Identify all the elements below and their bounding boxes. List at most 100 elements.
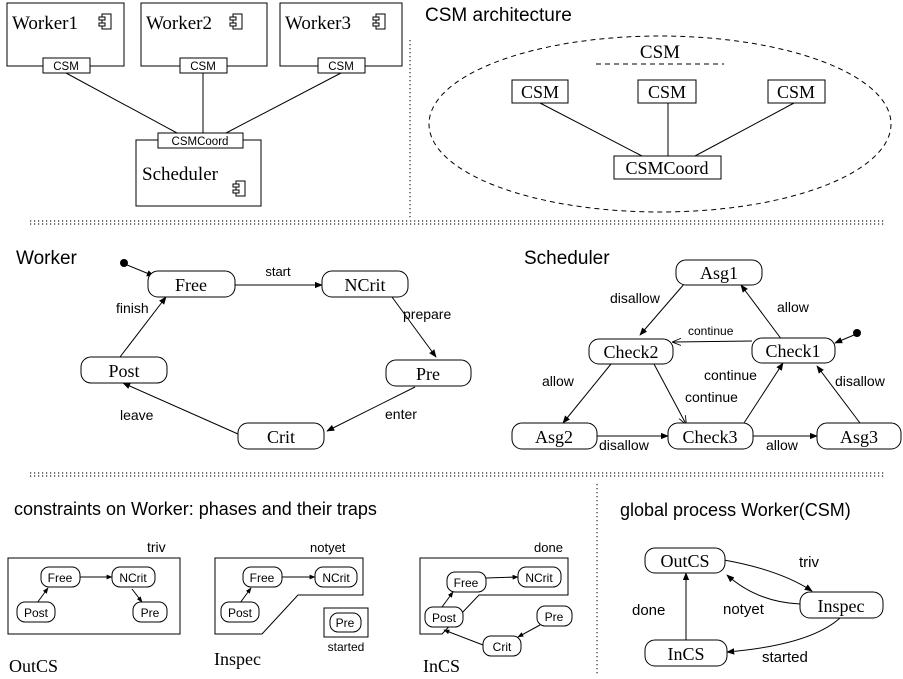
worker2-component <box>140 2 268 67</box>
transition-check3-check1 <box>743 362 784 424</box>
outcs-state-ncrit-label: NCrit <box>119 571 147 585</box>
state-asg2 <box>511 422 598 450</box>
csm-coord-node <box>613 155 722 180</box>
csm-group-ellipse <box>428 35 892 213</box>
transition-notyet-label: notyet <box>723 601 765 618</box>
incs-post-free <box>441 591 454 608</box>
connector-worker3-scheduler <box>225 72 342 134</box>
incs-crit-post <box>443 629 484 646</box>
outcs-state-ncrit <box>111 566 156 588</box>
component-icon <box>229 13 243 30</box>
incs-label: InCS <box>423 656 460 676</box>
transition-check2-check3 <box>653 363 686 424</box>
state-check3-label: Check3 <box>683 427 738 447</box>
csm-group-label: CSM <box>640 42 680 63</box>
outcs-state-free <box>40 566 81 588</box>
worker1-csm-port-label: CSM <box>53 61 79 73</box>
component-icon <box>372 13 386 30</box>
inspec-trap-region <box>214 557 364 635</box>
transition-started <box>726 617 841 655</box>
global-state-outcs <box>644 547 726 574</box>
state-asg3 <box>816 422 902 450</box>
transition-started-label: started <box>762 649 808 666</box>
component-icon <box>98 13 112 30</box>
transition-leave <box>122 382 239 435</box>
incs-state-post <box>424 606 464 628</box>
transition-check1-check2 <box>673 341 753 342</box>
inspec-trap2-state-label: Pre <box>336 616 355 630</box>
incs-state-pre-label: Pre <box>545 610 564 624</box>
transition-check1-check2-label: continue <box>688 324 734 338</box>
state-ncrit-label: NCrit <box>344 275 385 295</box>
incs-free-ncrit <box>485 574 519 580</box>
transition-asg2-check3-label: disallow <box>599 437 650 453</box>
transition-check2-asg2-label: allow <box>542 373 575 389</box>
worker2-label: Worker2 <box>146 13 212 34</box>
global-state-incs-label: InCS <box>667 644 704 664</box>
state-free-label: Free <box>175 275 207 295</box>
transition-check2-asg2 <box>562 363 612 424</box>
outcs-state-post <box>16 601 56 623</box>
transition-asg3-check1-label: disallow <box>835 373 886 389</box>
csm-node-middle-label: CSM <box>648 82 686 102</box>
transition-start-label: start <box>265 264 291 279</box>
state-check2 <box>588 338 674 365</box>
architecture-collaboration-diagram: CSM architecture CSM CSM CSM CSM CSMCoor… <box>425 5 892 213</box>
outcs-label: OutCS <box>9 656 58 676</box>
csm-node-middle <box>637 79 697 104</box>
inspec-state-post-label: Post <box>228 606 253 620</box>
outcs-state-free-label: Free <box>48 571 73 585</box>
global-state-incs <box>644 639 728 667</box>
inspec-state-free <box>242 566 283 588</box>
inspec-state-ncrit <box>314 566 358 588</box>
state-post <box>80 356 168 384</box>
scheduler-state-machine: Scheduler disallow allow continue allow … <box>511 248 902 453</box>
architecture-component-diagram: Worker1 CSM Worker2 CSM Worker3 CSM CSMC… <box>6 2 403 207</box>
outcs-state-pre-label: Pre <box>141 606 160 620</box>
state-ncrit <box>321 270 409 298</box>
incs-state-post-label: Post <box>432 611 457 625</box>
separators <box>30 40 885 675</box>
state-asg1-label: Asg1 <box>700 263 738 283</box>
outcs-state-pre <box>132 601 168 623</box>
scheduler-label: Scheduler <box>142 164 219 185</box>
transition-leave-label: leave <box>120 407 154 423</box>
csm-coord-node-label: CSMCoord <box>625 158 708 178</box>
transition-check3-check1-label: continue <box>704 367 757 383</box>
worker3-csm-port <box>317 57 366 74</box>
csm-node-left-label: CSM <box>521 82 559 102</box>
incs-state-pre <box>536 605 573 627</box>
worker-state-machine: Worker start prepare enter leave finish … <box>16 248 472 450</box>
phase-inspec: notyet Free NCrit Post Pre started Inspe… <box>214 540 369 669</box>
state-check1-label: Check1 <box>766 341 821 361</box>
transition-prepare-label: prepare <box>403 306 451 322</box>
transition-triv <box>723 559 813 592</box>
incs-trap-label: done <box>534 540 563 555</box>
constraints-section: constraints on Worker: phases and their … <box>7 499 573 676</box>
outcs-trap-box <box>7 557 181 635</box>
scheduler-csmcoord-port <box>157 132 244 149</box>
worker-initial-arrow <box>126 264 155 277</box>
transition-check2-check3-label: continue <box>685 389 738 405</box>
worker1-label: Worker1 <box>12 13 78 34</box>
scheduler-title: Scheduler <box>524 248 610 269</box>
global-process: global process Worker(CSM) triv notyet d… <box>620 500 884 667</box>
transition-finish <box>119 296 167 358</box>
inspec-state-post <box>220 601 260 623</box>
phase-outcs: triv Free NCrit Post Pre OutCS <box>7 539 181 676</box>
incs-pre-crit <box>517 624 541 638</box>
constraints-title: constraints on Worker: phases and their … <box>14 499 377 519</box>
inspec-trap2-state <box>329 612 362 633</box>
inspec-post-free <box>239 587 252 604</box>
state-post-label: Post <box>108 361 139 381</box>
transition-enter-label: enter <box>385 406 417 422</box>
worker2-csm-port-label: CSM <box>190 61 216 73</box>
scheduler-initial-state <box>853 329 861 337</box>
worker-initial-state <box>120 259 128 267</box>
state-crit-label: Crit <box>267 427 295 447</box>
global-state-inspec-label: Inspec <box>818 596 865 616</box>
component-icon <box>232 180 246 197</box>
state-pre <box>385 359 472 387</box>
